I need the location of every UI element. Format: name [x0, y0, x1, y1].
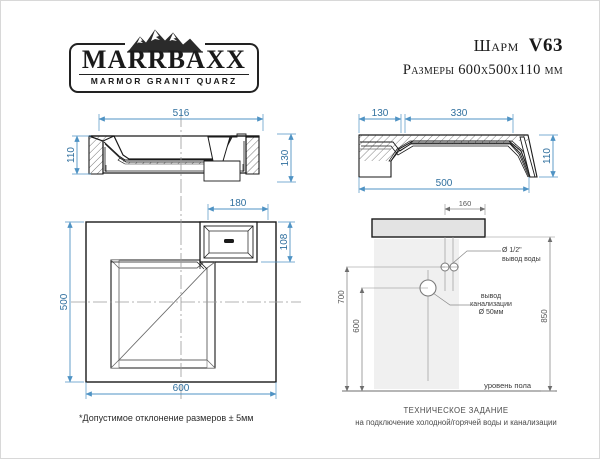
- dim-180: 180: [207, 198, 269, 220]
- dim-516: 516: [98, 108, 264, 131]
- dim-500-depth-label: 500: [59, 293, 70, 310]
- dim-700-label: 700: [337, 290, 346, 304]
- dim-130-right-label: 130: [280, 149, 291, 166]
- dim-180-label: 180: [230, 198, 247, 209]
- side-section-view: 130 330 500 110: [358, 108, 558, 193]
- tolerance-note: *Допустимое отклонение размеров ± 5мм: [79, 413, 254, 423]
- dim-500-depth: 500: [59, 221, 84, 383]
- spec-note: ТЕХНИЧЕСКОЕ ЗАДАНИЕ на подключение холод…: [331, 405, 581, 429]
- model-name: Шарм: [473, 36, 519, 55]
- dim-850-label: 850: [540, 309, 549, 323]
- dim-130-left-label: 130: [372, 108, 389, 119]
- dim-160: 160: [444, 199, 486, 215]
- sewer-outlet-label-2: канализации: [470, 301, 512, 308]
- dim-600-drain-label: 600: [352, 319, 361, 333]
- brand-tagline: MARMOR GRANIT QUARZ: [90, 76, 238, 86]
- water-outlet-label-2: вывод воды: [502, 256, 541, 263]
- spec-note-subtitle: на подключение холодной/горячей воды и к…: [355, 418, 557, 427]
- dim-110-left-label: 110: [66, 147, 77, 163]
- dim-110-right-label: 110: [542, 148, 553, 164]
- floor-level-label: уровень пола: [484, 381, 532, 390]
- model-code: V63: [528, 35, 563, 56]
- logo-divider: [79, 74, 249, 75]
- dim-110-right: 110: [539, 134, 558, 178]
- front-section-view: 516 110 130: [66, 108, 296, 197]
- model-dimensions: Размеры 600х500х110 мм: [402, 62, 563, 78]
- dim-108-label: 108: [279, 233, 290, 250]
- brand-name: MARRBAXX: [81, 45, 247, 74]
- dim-130-left: 130: [358, 108, 402, 133]
- dim-330: 330: [404, 108, 514, 133]
- dim-110-left: 110: [66, 135, 91, 175]
- dim-850: 850: [485, 236, 555, 392]
- mountain-icon: [127, 29, 203, 53]
- dim-700: 700: [337, 266, 350, 392]
- dim-500-width-label: 500: [436, 178, 453, 189]
- dim-160-label: 160: [459, 199, 472, 208]
- dim-500-width: 500: [358, 177, 530, 193]
- title-block: Шарм V63 Размеры 600х500х110 мм: [331, 35, 563, 79]
- dim-516-label: 516: [173, 108, 190, 119]
- dim-330-label: 330: [451, 108, 468, 119]
- water-outlet-label-1: Ø 1/2": [502, 247, 522, 254]
- sewer-outlet-label-1: вывод: [481, 293, 501, 300]
- dim-108: 108: [261, 221, 295, 263]
- installation-diagram: 160 700 600 850 Ø 1/2" вывод воды: [337, 199, 557, 392]
- plan-view: 180 108 500 600: [59, 197, 301, 401]
- dim-600: 600: [85, 382, 277, 399]
- sewer-outlet-label-3: Ø 50мм: [479, 309, 504, 316]
- dim-600-label: 600: [173, 383, 190, 394]
- model-line: Шарм V63: [331, 35, 563, 57]
- dim-600-drain: 600: [352, 287, 365, 392]
- spec-note-title: ТЕХНИЧЕСКОЕ ЗАДАНИЕ: [403, 406, 509, 415]
- dim-130-right: 130: [277, 133, 296, 183]
- brand-logo: MARRBAXX MARMOR GRANIT QUARZ: [69, 25, 261, 95]
